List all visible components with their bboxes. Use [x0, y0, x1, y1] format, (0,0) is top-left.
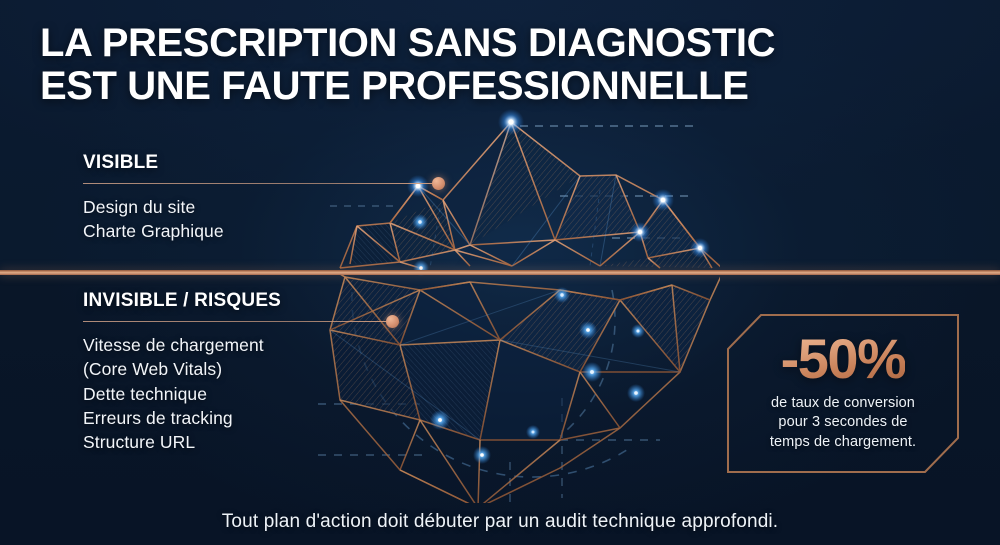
stat-caption-line-3: temps de chargement.: [769, 433, 917, 450]
stat-caption: de taux de conversion pour 3 secondes de…: [770, 394, 916, 452]
invisible-heading: INVISIBLE / RISQUES: [83, 290, 282, 311]
node-cluster: [407, 109, 710, 464]
visible-connector-line: [83, 177, 445, 190]
waterline-divider: [0, 270, 1000, 275]
list-item: Dette technique: [83, 383, 208, 404]
stat-callout: -50% de taux de conversion pour 3 second…: [727, 314, 959, 473]
invisible-connector-line: [83, 315, 399, 328]
visible-connector-dot: [432, 177, 445, 190]
visible-heading: VISIBLE: [83, 152, 159, 173]
list-item: Vitesse de chargement: [83, 335, 264, 355]
visible-item-list: Design du site Charte Graphique: [83, 195, 443, 244]
callout-frame: [727, 314, 959, 473]
list-item: (Core Web Vitals): [83, 359, 223, 380]
title-line-2: EST UNE FAUTE PROFESSIONNELLE: [40, 63, 749, 108]
invisible-section: INVISIBLE / RISQUES Vitesse de chargemen…: [83, 290, 443, 455]
title-line-1: LA PRESCRIPTION SANS DIAGNOSTIC: [40, 21, 776, 65]
list-item: Structure URL: [83, 432, 196, 453]
list-item: Charte Graphique: [83, 221, 224, 242]
stat-caption-line-1: de taux de conversion: [771, 394, 915, 411]
list-item: Design du site: [83, 197, 196, 217]
page-title: LA PRESCRIPTION SANS DIAGNOSTIC EST UNE …: [40, 22, 920, 108]
invisible-item-list: Vitesse de chargement (Core Web Vitals) …: [83, 333, 443, 455]
invisible-connector-dot: [386, 315, 399, 328]
visible-section: VISIBLE Design du site Charte Graphique: [83, 152, 445, 244]
stat-value: -50%: [780, 326, 907, 390]
footer-caption: Tout plan d'action doit débuter par un a…: [221, 511, 779, 532]
list-item: Erreurs de tracking: [83, 407, 233, 428]
stat-caption-line-2: pour 3 secondes de: [778, 414, 908, 431]
